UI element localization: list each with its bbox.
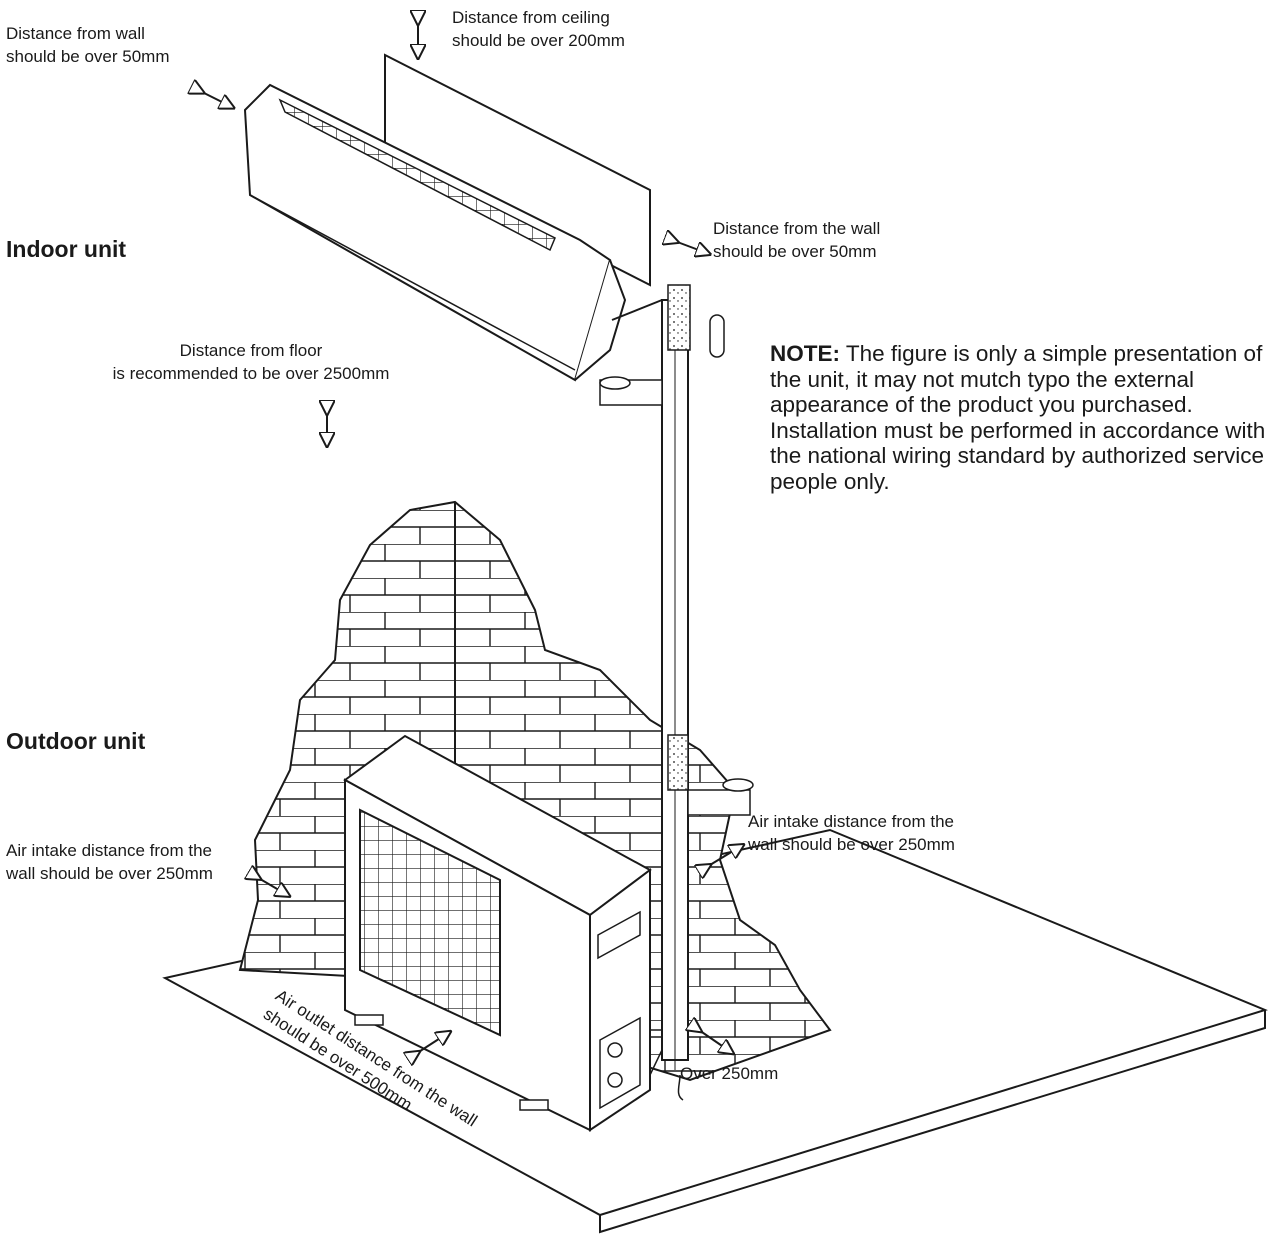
installation-note: NOTE: The figure is only a simple presen…: [770, 341, 1275, 494]
wall-left-clearance-label: Distance from wall should be over 50mm: [6, 24, 170, 66]
indoor-unit-heading: Indoor unit: [6, 236, 127, 262]
wall-right-clearance-label: Distance from the wall should be over 50…: [713, 219, 881, 261]
intake-right-clearance-label: Air intake distance from the wall should…: [748, 812, 955, 854]
clearance-arrows: [198, 18, 738, 1055]
refrigerant-piping: [599, 284, 754, 1101]
indoor-unit: [243, 53, 663, 382]
note-body: The figure is only a simple presentation…: [770, 341, 1266, 494]
ceiling-clearance-label: Distance from ceiling should be over 200…: [452, 8, 625, 50]
outdoor-unit-heading: Outdoor unit: [6, 728, 146, 754]
note-title: NOTE:: [770, 341, 840, 366]
floor-clearance-label: Distance from floor is recommended to be…: [112, 341, 390, 383]
outdoor-unit: [343, 734, 652, 1132]
intake-left-clearance-label: Air intake distance from the wall should…: [6, 841, 213, 883]
over-250mm-label: Over 250mm: [680, 1064, 779, 1083]
